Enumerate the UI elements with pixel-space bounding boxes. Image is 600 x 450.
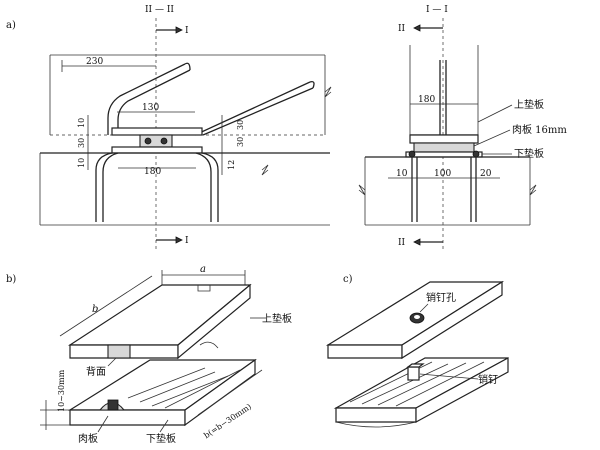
dim-a: a [200, 264, 206, 275]
back-groove-1 [107, 344, 131, 359]
cut-arrowhead-bottom-b [413, 238, 421, 246]
pin-icon [407, 366, 420, 381]
dim-b: b [92, 304, 98, 315]
leader-wood-plate-b [473, 129, 511, 147]
lower-plate-c-side [415, 356, 509, 424]
break-mark-upper-a [324, 86, 332, 98]
label-upper-pad-pb: 上垫板 [262, 312, 292, 325]
leader-lower-pad-pb [159, 419, 169, 433]
dim-130: 130 [142, 103, 159, 113]
anchor-bar-lower-right [201, 152, 219, 222]
dim-100-b: 100 [434, 169, 451, 179]
upper-plate-c-front [327, 344, 403, 359]
dim-10-left-b: 10 [396, 169, 408, 179]
pin-hole-inner [414, 315, 420, 319]
anchor-bar-upper-right [194, 81, 311, 136]
label-back-groove: 背面 [86, 365, 106, 378]
wood-plate-pin [107, 399, 119, 411]
cut-label-top-b: II [398, 24, 406, 34]
cut-arrowhead-top-b [413, 24, 421, 32]
connector-curve [199, 341, 219, 349]
dim-10-left-a: 10 [77, 118, 86, 128]
label-lower-pad-pb: 下垫板 [146, 432, 176, 445]
dim-length: b(=b−30mm) [202, 402, 253, 440]
pad-rivet-b-1 [408, 150, 416, 158]
label-wood-plate-pb: 肉板 [78, 432, 98, 445]
anchor-bar-upper-hook [184, 62, 191, 71]
label-wood-plate-b: 肉板 16mm [512, 123, 567, 136]
section-a-title: II — II [145, 5, 174, 15]
dim-180-a: 180 [144, 167, 161, 177]
lower-plate-c-front [335, 407, 417, 423]
anchor-bar-upper-right-2 [202, 87, 314, 136]
break-mark-lower-a [261, 164, 269, 176]
lower-pad-b [405, 151, 483, 158]
wood-plate-b [413, 142, 475, 153]
dim-230: 230 [86, 57, 103, 67]
section-b-title: I — I [426, 5, 448, 15]
cut-arrowhead-top-a [175, 26, 183, 34]
lower-plate-c-curve [335, 421, 417, 428]
panel-label-b: b) [6, 274, 16, 285]
break-mark-lower-b [529, 184, 537, 196]
anchor-bar-lower-left [95, 152, 113, 222]
upper-pad-b-side [177, 283, 251, 360]
label-upper-pad-b: 上垫板 [514, 98, 544, 111]
grain-c-3 [377, 362, 467, 406]
leader-wood-plate-pb [97, 415, 109, 433]
dim-30-right-b: 30 [236, 137, 245, 147]
upper-pad-notch [197, 285, 211, 292]
grain-c-4 [395, 361, 485, 407]
lower-pad-pb-front [69, 409, 186, 426]
lower-pad-a [111, 146, 203, 154]
grain-1 [127, 367, 206, 399]
roller-a-1 [144, 137, 152, 145]
dim-12-a: 12 [227, 160, 236, 170]
label-pin-hole: 销钉孔 [426, 291, 456, 304]
panel-label-c: c) [343, 274, 353, 285]
grain-4 [164, 369, 241, 409]
grain-2 [139, 371, 216, 403]
grain-c-2 [361, 363, 449, 405]
cut-label-bottom-b: II [398, 238, 406, 248]
grain-3 [151, 375, 229, 407]
pin-top [406, 363, 425, 368]
dim-30-left-a: 30 [77, 138, 86, 148]
lower-pad-pb-side [184, 358, 256, 427]
dim-b-line [59, 275, 153, 337]
dim-30-right-a: 30 [236, 120, 245, 130]
panel-label-a: a) [6, 20, 16, 31]
upper-plate-c-side [401, 280, 503, 360]
cut-label-bottom-a: I [185, 236, 189, 246]
dim-thickness: 10~30mm [57, 369, 66, 412]
dim-10-lower-a: 10 [77, 158, 86, 168]
anchor-bar-upper-left [107, 63, 186, 135]
cut-arrowhead-bottom-a [175, 236, 183, 244]
dim-180-b: 180 [418, 95, 435, 105]
anchor-bar-upper-right-hook [309, 80, 315, 89]
leader-back-groove [107, 357, 117, 367]
leader-upper-pad-b [477, 104, 513, 123]
anchor-bar-upper-left-2 [117, 69, 191, 135]
anchor-bar-lower-left-2 [102, 152, 119, 222]
upper-pad-b [409, 134, 479, 144]
pad-rivet-b-2 [472, 150, 480, 158]
roller-a-2 [160, 137, 168, 145]
label-pin: 销钉 [478, 373, 498, 386]
dim-length-line [197, 369, 263, 416]
label-lower-pad-b: 下垫板 [514, 147, 544, 160]
leader-pin [419, 373, 479, 380]
dim-20-right-b: 20 [480, 169, 492, 179]
leader-pin-hole [419, 303, 429, 313]
anchor-bar-lower-right-2 [195, 152, 212, 222]
upper-pad-a [111, 127, 203, 136]
break-mark-lower-b-left [358, 184, 366, 196]
cut-label-top-a: I [185, 26, 189, 36]
